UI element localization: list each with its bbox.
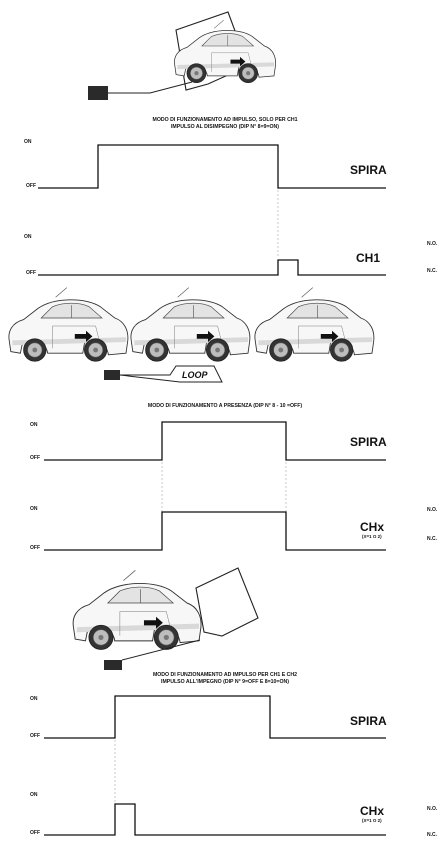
- chx-on-label: ON: [30, 792, 38, 798]
- chx-waveform: [44, 803, 386, 836]
- chx-waveform: [44, 511, 386, 551]
- chx-off-label: OFF: [30, 545, 40, 551]
- chx-nc-label: N.C.: [427, 832, 438, 838]
- car-icon: [9, 288, 128, 362]
- ch1-on-label: ON: [24, 234, 32, 240]
- car-icon: [255, 288, 374, 362]
- chx-no-label: N.O.: [427, 806, 438, 812]
- chx-no-label: N.O.: [427, 507, 438, 513]
- ch1-waveform: [38, 259, 386, 276]
- section-2-caption: MODO DI FUNZIONAMENTO A PRESENZA (DIP N°…: [148, 403, 302, 409]
- detector-box-icon: [88, 86, 108, 100]
- ch1-signal-label: CH1: [356, 251, 380, 265]
- loop-label: LOOP: [182, 370, 208, 380]
- spira-waveform: [38, 144, 386, 189]
- spira-signal-label: SPIRA: [350, 714, 387, 728]
- spira-waveform: [44, 421, 386, 461]
- chx-signal-label: CHx: [360, 520, 384, 534]
- section-1-caption-line-1: MODO DI FUNZIONAMENTO AD IMPULSO, SOLO P…: [153, 117, 298, 123]
- spira-on-label: ON: [30, 422, 38, 428]
- spira-off-label: OFF: [30, 455, 40, 461]
- section-1-caption-line-2: IMPULSO AL DISIMPEGNO (DIP N° 8=9=ON): [171, 124, 279, 130]
- detector-box-icon: [104, 660, 122, 670]
- detector-box-icon: [104, 370, 120, 380]
- section-1: MODO DI FUNZIONAMENTO AD IMPULSO, SOLO P…: [24, 11, 438, 276]
- spira-waveform: [44, 695, 386, 739]
- chx-subscript: (X=1 O 2): [362, 818, 382, 823]
- car-icon: [131, 288, 250, 362]
- chx-off-label: OFF: [30, 830, 40, 836]
- spira-on-label: ON: [24, 139, 32, 145]
- chx-signal-label: CHx: [360, 804, 384, 818]
- spira-off-label: OFF: [26, 183, 36, 189]
- ch1-no-label: N.O.: [427, 241, 438, 247]
- section-3-caption-line-2: IMPULSO ALL'IMPEGNO (DIP N° 9=OFF E 8=10…: [161, 679, 289, 685]
- loop-coil-icon: [119, 365, 223, 383]
- chx-subscript: (X=1 O 2): [362, 534, 382, 539]
- section-3: MODO DI FUNZIONAMENTO AD IMPULSO PER CH1…: [30, 567, 438, 838]
- spira-off-label: OFF: [30, 733, 40, 739]
- spira-signal-label: SPIRA: [350, 435, 387, 449]
- loop-coil-icon: [195, 567, 259, 637]
- ch1-off-label: OFF: [26, 270, 36, 276]
- spira-on-label: ON: [30, 696, 38, 702]
- section-3-caption-line-1: MODO DI FUNZIONAMENTO AD IMPULSO PER CH1…: [153, 672, 297, 678]
- ch1-nc-label: N.C.: [427, 268, 438, 274]
- spira-signal-label: SPIRA: [350, 163, 387, 177]
- car-icon: [73, 570, 201, 649]
- chx-nc-label: N.C.: [427, 536, 438, 542]
- section-2: LOOP MODO DI FUNZIONAMENTO A PRESENZA (D…: [9, 288, 438, 551]
- chx-on-label: ON: [30, 506, 38, 512]
